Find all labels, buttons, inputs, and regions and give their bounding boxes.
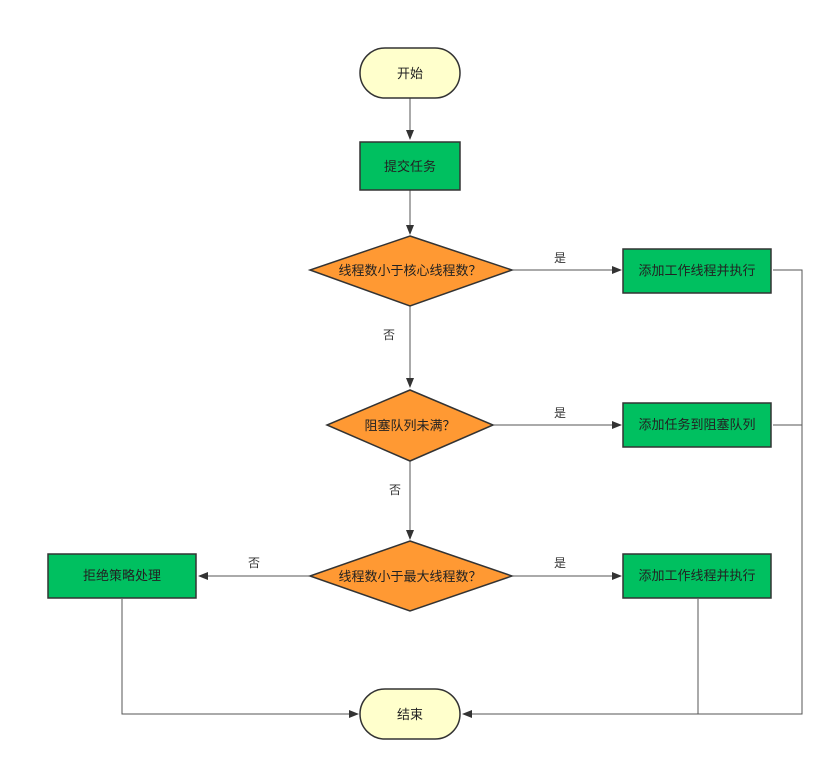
- add-worker-2-shape: [622, 553, 772, 599]
- start-shape: [359, 47, 461, 99]
- decision-queue-label: 阻塞队列未满？: [364, 418, 455, 434]
- add-worker-2-label: 添加工作线程并执行: [638, 569, 755, 584]
- end-label: 结束: [397, 708, 423, 723]
- label-core-yes: 是: [554, 251, 566, 265]
- node-decision-core: 线程数小于核心线程数？: [307, 235, 515, 307]
- decision-max-label: 线程数小于最大线程数？: [338, 570, 481, 585]
- reject-shape: [47, 553, 197, 599]
- decision-core-shape: [307, 235, 515, 307]
- node-add-worker-1: 添加工作线程并执行: [622, 248, 772, 294]
- label-queue-yes: 是: [554, 406, 566, 420]
- node-add-to-queue: 添加任务到阻塞队列: [622, 402, 772, 448]
- start-label: 开始: [397, 67, 423, 82]
- node-decision-max: 线程数小于最大线程数？: [307, 540, 515, 612]
- submit-shape: [359, 141, 461, 191]
- add-worker-1-label: 添加工作线程并执行: [638, 264, 755, 279]
- edges: [121, 98, 803, 718]
- label-core-no: 否: [383, 328, 395, 342]
- node-submit: 提交任务: [359, 141, 461, 191]
- add-to-queue-label: 添加任务到阻塞队列: [638, 417, 755, 433]
- node-end: 结束: [359, 688, 461, 740]
- add-to-queue-shape: [622, 402, 772, 448]
- end-shape: [359, 688, 461, 740]
- add-worker-1-shape: [622, 248, 772, 294]
- edge-labels: 是 否 是 否 是 否: [248, 251, 566, 570]
- decision-max-shape: [307, 540, 515, 612]
- decision-core-label: 线程数小于核心线程数？: [338, 264, 481, 279]
- decision-queue-shape: [325, 389, 495, 462]
- reject-label: 拒绝策略处理: [83, 568, 161, 584]
- submit-label: 提交任务: [384, 159, 436, 175]
- label-max-no: 否: [248, 556, 260, 570]
- edge-right-rail-to-end: [462, 269, 803, 718]
- node-add-worker-2: 添加工作线程并执行: [622, 553, 772, 599]
- node-decision-queue: 阻塞队列未满？: [325, 389, 495, 462]
- node-reject: 拒绝策略处理: [47, 553, 197, 599]
- node-start: 开始: [359, 47, 461, 99]
- label-queue-no: 否: [389, 483, 401, 497]
- edge-reject-end: [121, 599, 359, 718]
- label-max-yes: 是: [554, 556, 566, 570]
